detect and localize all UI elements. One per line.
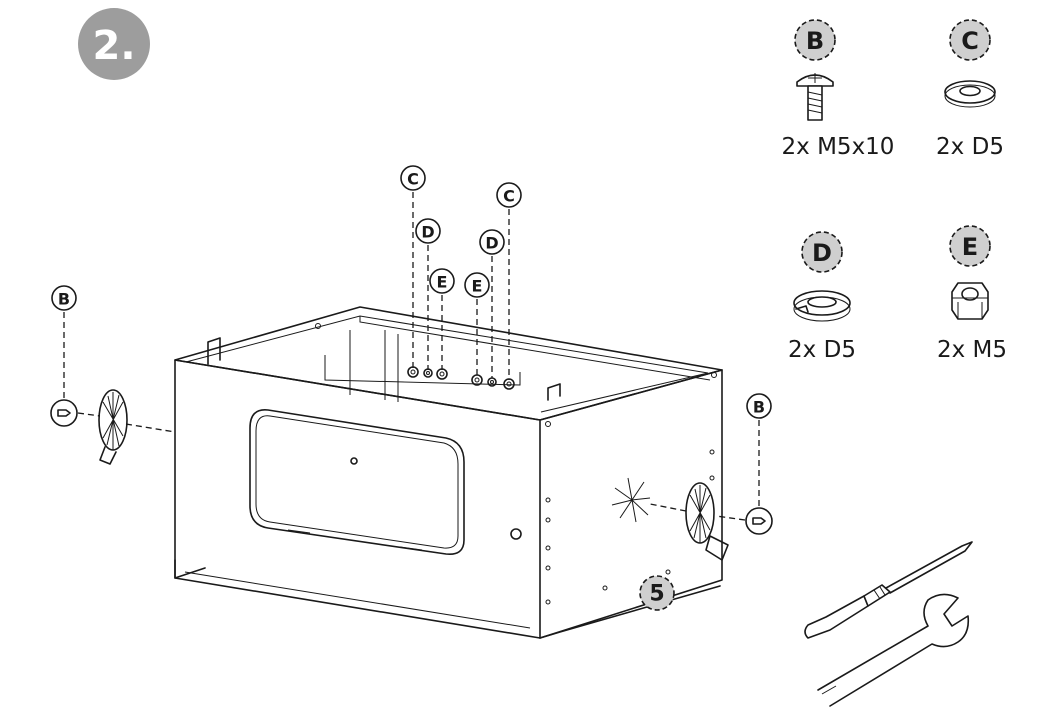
svg-text:E: E <box>437 273 448 292</box>
part-d: D 2x D5 <box>788 231 856 363</box>
svg-text:C: C <box>407 170 419 189</box>
left-damper <box>98 389 128 465</box>
grill-box <box>174 306 723 639</box>
step-number: 2. <box>92 23 135 69</box>
part-e: E 2x M5 <box>937 225 1007 363</box>
callout-e-left: E <box>429 268 455 370</box>
flat-washer-icon <box>944 80 996 108</box>
callout-b-left: B <box>50 285 176 433</box>
right-damper <box>685 482 729 561</box>
svg-text:5: 5 <box>649 582 664 607</box>
part-number-5: 5 <box>639 575 675 611</box>
part-e-letter: E <box>962 233 978 261</box>
callout-d-right: D <box>479 229 505 378</box>
part-e-quantity: 2x M5 <box>937 337 1007 363</box>
spring-washer-icon <box>793 290 851 322</box>
part-d-quantity: 2x D5 <box>788 337 856 363</box>
screw-icon <box>796 73 834 121</box>
svg-text:B: B <box>58 290 70 309</box>
rivet-column <box>545 449 715 605</box>
callout-e-right: E <box>464 272 490 378</box>
part-c: C 2x D5 <box>936 19 1004 160</box>
svg-text:C: C <box>503 187 515 206</box>
hex-nut-icon <box>951 282 989 320</box>
vent-cutout <box>611 477 651 523</box>
wrench-icon <box>817 593 970 707</box>
svg-text:D: D <box>485 234 498 253</box>
part-c-quantity: 2x D5 <box>936 134 1004 160</box>
part-b-quantity: 2x M5x10 <box>782 134 895 160</box>
part-b: B 2x M5x10 <box>782 19 895 160</box>
callout-c-left: C <box>400 165 426 370</box>
callout-b-right: B <box>649 393 773 535</box>
rim-hardware <box>407 366 515 390</box>
callout-c-right: C <box>496 182 522 380</box>
part-b-letter: B <box>806 27 824 55</box>
part-c-letter: C <box>961 27 979 55</box>
step-badge: 2. <box>78 8 150 80</box>
svg-text:D: D <box>421 223 434 242</box>
screwdriver-icon <box>804 541 973 639</box>
svg-text:B: B <box>753 398 765 417</box>
svg-text:E: E <box>472 277 483 296</box>
part-d-letter: D <box>812 239 832 267</box>
callout-d-left: D <box>415 218 441 370</box>
front-window <box>249 409 465 556</box>
